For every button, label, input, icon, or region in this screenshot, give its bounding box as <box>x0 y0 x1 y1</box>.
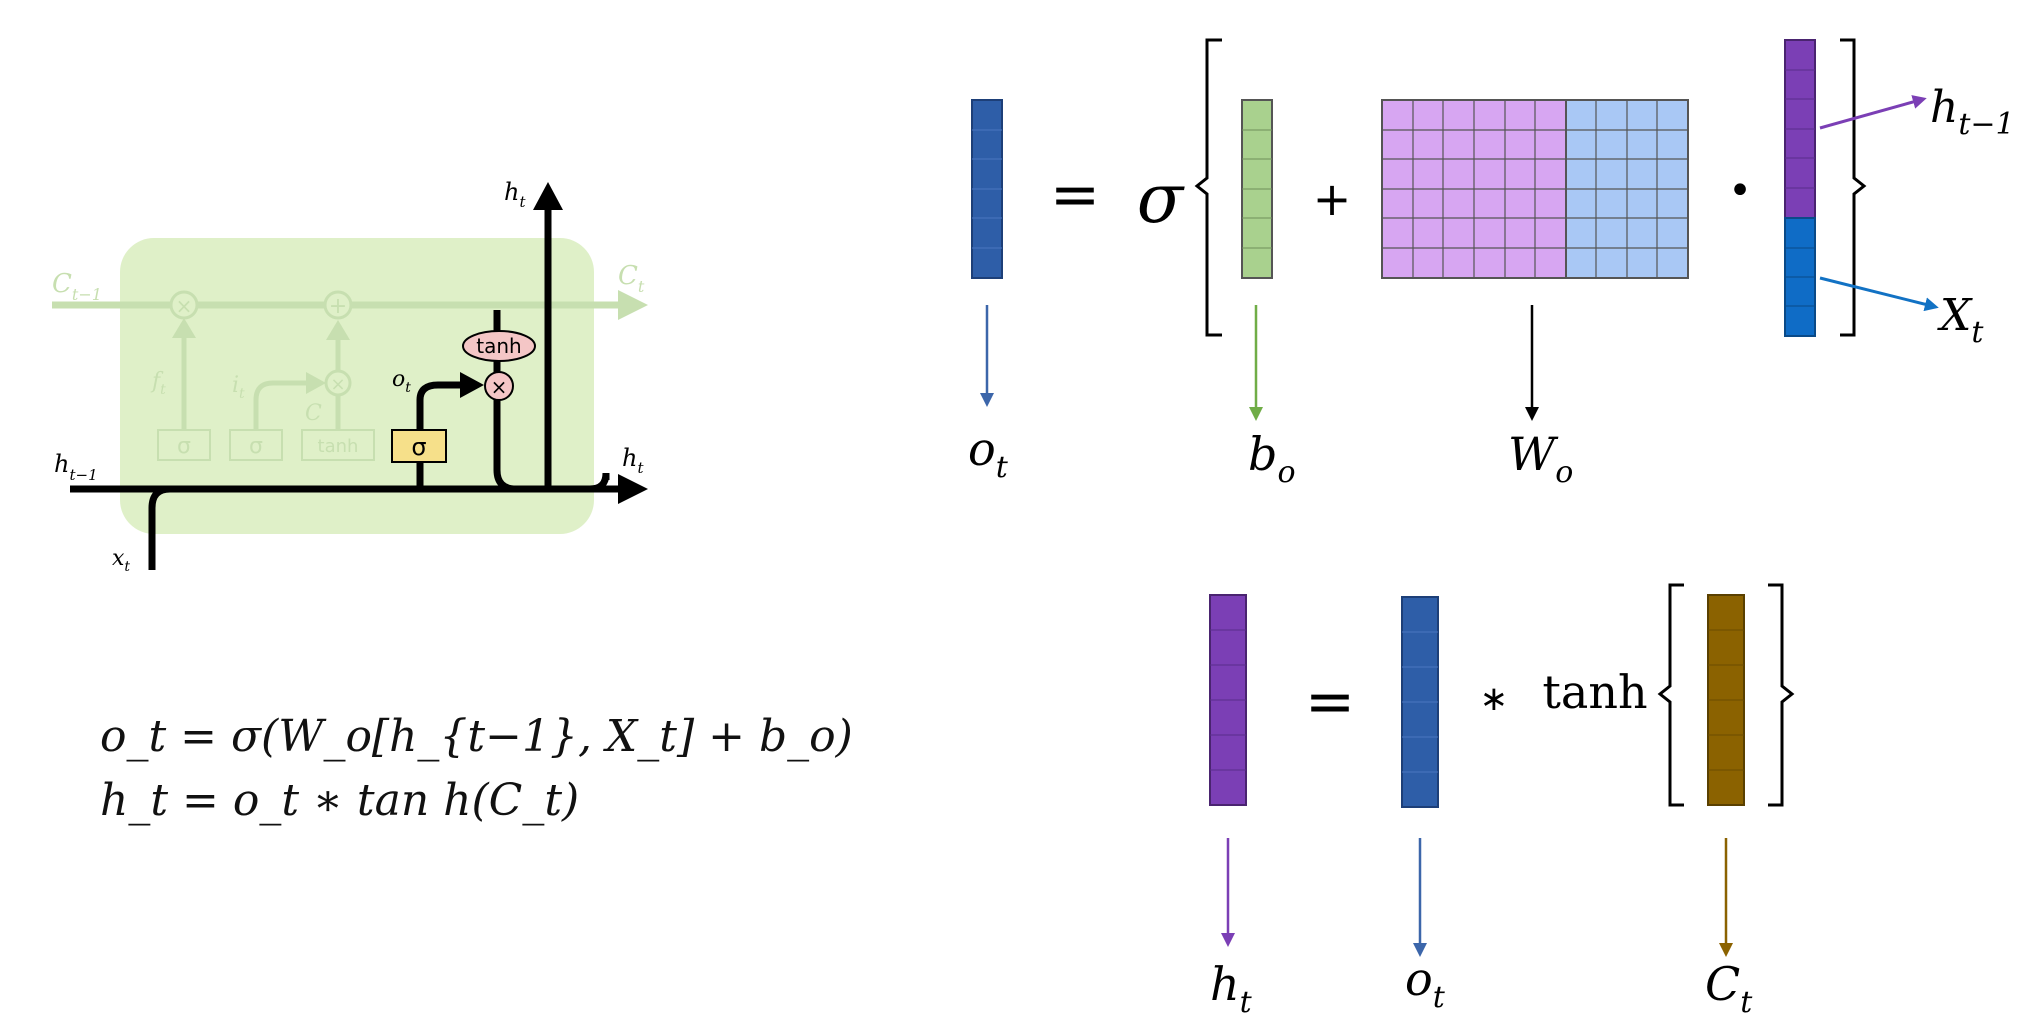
c-vector-cells <box>1708 629 1744 771</box>
tanh-label: tanh <box>1542 665 1647 719</box>
lstm-cell-diagram: × + × σ σ tanh Ct−1 Ct ft it C <box>52 178 648 575</box>
o-vector-bottom-cells <box>1402 631 1438 773</box>
equations-block: o_t = σ(W_o[h_{t−1}, X_t] + b_o) h_t = o… <box>100 705 853 833</box>
c-tilde-label: C <box>305 401 322 426</box>
left-brace <box>1194 38 1222 337</box>
input-gate-box <box>229 429 283 461</box>
hidden-state-equation: h_t = o_t ∗ tan h(C_t) <box>100 775 580 826</box>
b-vector-cells <box>1242 129 1272 249</box>
cell-state-arrowhead <box>618 290 648 320</box>
left-brace-bottom <box>1657 583 1684 807</box>
o-label-top: ot <box>968 422 1009 485</box>
forget-gate-label: σ <box>177 434 191 459</box>
cell-out-path <box>493 310 625 493</box>
output-gate-path <box>416 381 466 489</box>
output-multiply-symbol: × <box>491 375 508 399</box>
input-gate-line <box>253 380 308 430</box>
h-vector-cells <box>1210 629 1246 771</box>
output-gate-equation: o_t = σ(W_o[h_{t−1}, X_t] + b_o) <box>100 711 853 762</box>
w-matrix <box>1381 99 1689 279</box>
output-gate-box <box>391 429 447 463</box>
h-prev-label: ht−1 <box>54 450 98 484</box>
candidate-gate-label: tanh <box>318 436 359 457</box>
concat-vector-cells <box>1785 69 1815 307</box>
c-next-label: Ct <box>618 261 645 296</box>
forget-gate-arrowhead <box>172 318 196 338</box>
input-to-add-arrowhead <box>326 320 350 340</box>
sigma-symbol: σ <box>1137 160 1185 239</box>
h-right-arrowhead <box>618 474 648 504</box>
x-label-arrow <box>1819 276 1939 312</box>
h-top-label: ht <box>504 178 526 211</box>
right-brace <box>1840 38 1867 337</box>
input-gate-label: σ <box>249 434 263 459</box>
tanh-op <box>462 330 536 362</box>
w-matrix-grid <box>1382 100 1688 278</box>
forget-gate-box <box>157 429 211 461</box>
o-label-bottom: ot <box>1405 952 1446 1015</box>
equals-sign-top: = <box>1050 160 1100 230</box>
output-gate-equation-diagram: = σ + • ht−1 <box>968 38 2015 490</box>
h-label-bottom: ht <box>1210 957 1253 1020</box>
input-add-symbol: + <box>329 294 347 319</box>
equals-sign-bottom: = <box>1305 667 1355 737</box>
output-multiply-op <box>484 371 514 401</box>
b-label: bo <box>1248 427 1296 490</box>
w-label: Wo <box>1508 427 1573 490</box>
h-label-arrow <box>1819 95 1927 130</box>
hidden-state-equation-diagram: = ∗ tanh ht ot Ct <box>1209 583 1795 1020</box>
x-input-label: xt <box>112 546 130 575</box>
right-brace-bottom <box>1768 583 1795 807</box>
x-concat-label: Xt <box>1937 290 1984 350</box>
c-prev-label: Ct−1 <box>52 269 102 304</box>
i-gate-label: it <box>232 373 245 402</box>
output-gate-label: σ <box>411 433 426 461</box>
star-operator: ∗ <box>1480 679 1509 719</box>
h-right-label: ht <box>622 444 644 477</box>
input-add-op <box>323 290 353 320</box>
output-gate-arrowhead <box>460 372 484 398</box>
plus-sign-top: + <box>1313 172 1352 226</box>
c-label-bottom: Ct <box>1705 957 1753 1020</box>
x-input-path <box>148 485 171 570</box>
tanh-op-label: tanh <box>476 334 521 358</box>
o-vector-cells <box>972 129 1002 249</box>
input-multiply-symbol: × <box>330 374 345 395</box>
o-gate-label: ot <box>392 367 411 396</box>
dot-operator: • <box>1728 168 1752 214</box>
h-top-arrowhead <box>533 182 563 210</box>
forget-multiply-symbol: × <box>176 294 193 318</box>
candidate-gate-box <box>301 429 375 461</box>
input-gate-arrowhead <box>306 372 326 394</box>
h-prev-concat-label: ht−1 <box>1930 82 2015 142</box>
